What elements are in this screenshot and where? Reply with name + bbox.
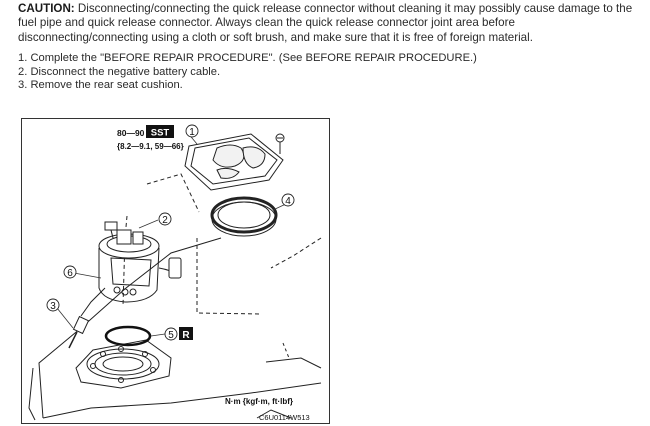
quick-release-connector [104, 221, 118, 239]
callout-1: 1 [185, 124, 199, 138]
fuel-pump-unit [80, 229, 182, 317]
callout-2: 2 [158, 212, 172, 226]
diagram-svg: 1 2 3 4 5 6 R 80—90 SST {8.2 [21, 118, 330, 424]
fuel-hose-end [68, 315, 90, 349]
floor-panel-lines [28, 173, 322, 421]
svg-text:5: 5 [168, 330, 174, 341]
caution-text: Disconnecting/connecting the quick relea… [18, 2, 633, 44]
gasket [104, 325, 152, 347]
svg-text:6: 6 [67, 268, 73, 279]
step-item: 3. Remove the rear seat cushion. [18, 79, 183, 92]
fuel-pump-diagram: 1 2 3 4 5 6 R 80—90 SST {8.2 [21, 118, 330, 424]
torque-value: 80—90 [117, 128, 145, 138]
sst-badge-text: SST [151, 128, 170, 139]
callout-6: 6 [63, 265, 77, 279]
callout-4: 4 [281, 193, 295, 207]
svg-text:1: 1 [189, 127, 195, 138]
service-cover [184, 133, 284, 191]
callout-3: 3 [46, 298, 60, 312]
caution-label: CAUTION: [18, 2, 75, 15]
step-item: 1. Complete the "BEFORE REPAIR PROCEDURE… [18, 52, 477, 64]
cover-screw [275, 133, 285, 154]
svg-text:2: 2 [162, 215, 168, 226]
figure-code: C6U0114W513 [259, 413, 310, 422]
units-label: N·m {kgf·m, ft·lbf} [225, 397, 293, 406]
svg-text:3: 3 [50, 301, 56, 312]
caution-paragraph: CAUTION: Disconnecting/connecting the qu… [18, 2, 640, 45]
svg-text:4: 4 [285, 196, 291, 207]
tank-opening [75, 339, 172, 389]
sst-badge [146, 125, 174, 138]
callout-5: 5 [164, 327, 178, 341]
procedure-steps: 1. Complete the "BEFORE REPAIR PROCEDURE… [18, 52, 477, 93]
lock-ring [210, 196, 278, 237]
torque-alt-units: {8.2—9.1, 59—66} [117, 142, 184, 151]
step-item: 2. Disconnect the negative battery cable… [18, 65, 221, 78]
replace-badge: R [179, 327, 193, 341]
replace-badge-text: R [182, 330, 190, 341]
